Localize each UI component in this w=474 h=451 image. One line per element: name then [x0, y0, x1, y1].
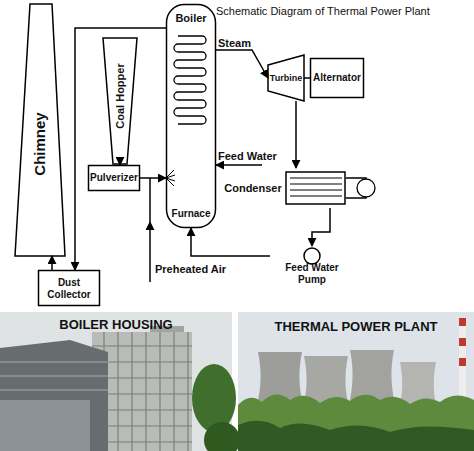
chimney-band — [459, 338, 466, 346]
alternator-box: Alternator — [310, 58, 364, 98]
flow-arrow — [304, 77, 310, 79]
building-stripes — [0, 362, 108, 390]
alternator-box-outline — [311, 59, 364, 98]
condenser-unit-outline — [286, 172, 345, 204]
node-label: Pulverizer — [88, 172, 140, 184]
flow-label: Steam — [218, 37, 251, 49]
condenser-unit: Condenser — [222, 168, 346, 208]
flow-arrow — [191, 228, 270, 256]
node-shape — [166, 4, 216, 228]
chimney-stack: Chimney — [14, 4, 66, 256]
coal-hopper-outline — [103, 38, 137, 164]
chimney-stack-outline — [15, 4, 65, 256]
boiler-building — [0, 340, 108, 451]
photo-caption: BOILER HOUSING — [0, 317, 232, 332]
photo-sky — [238, 312, 474, 451]
node-label: Furnace — [166, 208, 216, 220]
flow-label: Feed Water — [218, 150, 277, 162]
node-label: Feed Water Pump — [270, 262, 354, 285]
building-front — [0, 400, 90, 451]
burner-flame — [166, 170, 175, 186]
node-label: Condenser — [222, 182, 284, 195]
node-label: Boiler — [166, 12, 216, 25]
boiler-vessel: BoilerFurnace — [166, 4, 216, 228]
boiler-vessel-outline — [167, 5, 216, 228]
node-label: Coal Hopper — [114, 63, 127, 128]
diagram-title: Schematic Diagram of Thermal Power Plant — [216, 5, 430, 17]
boiler-tubes — [174, 36, 206, 124]
flow-label: Preheated Air — [155, 263, 226, 275]
dust-collector-box: Dust Collector — [38, 270, 100, 306]
node-label: Chimney — [31, 112, 48, 175]
photo-tree — [192, 364, 236, 432]
cooling-pump — [357, 179, 375, 197]
feed-water-line — [216, 164, 262, 166]
node-label: Dust Collector — [38, 277, 100, 300]
turbine-symbol: Turbine — [268, 55, 304, 101]
pulverizer-box: Pulverizer — [88, 165, 140, 191]
turbine-symbol-outline — [268, 55, 304, 101]
air-line — [149, 178, 151, 222]
condenser-tubes — [290, 178, 342, 196]
tree-foreground — [238, 421, 474, 451]
flow-arrow — [295, 101, 297, 168]
photo-tree — [204, 422, 240, 451]
flow-arrow — [140, 177, 166, 179]
flow-arrow — [51, 256, 53, 270]
feed-water-pump: Feed Water Pump — [270, 246, 354, 280]
photo-caption: THERMAL POWER PLANT — [238, 319, 474, 334]
pulverizer-box-outline — [89, 166, 140, 191]
node-label: Turbine — [268, 73, 304, 83]
dust-collector-box-outline — [39, 271, 100, 306]
chimney-band — [459, 358, 466, 366]
flow-arrow — [312, 208, 330, 246]
tree-line — [238, 394, 474, 451]
air-arrow — [149, 222, 151, 282]
coal-hopper: Coal Hopper — [103, 38, 137, 164]
node-label: Alternator — [310, 72, 364, 84]
flow-arrow — [216, 50, 268, 78]
chimney-band — [459, 318, 466, 326]
flow-arrow — [75, 28, 166, 270]
